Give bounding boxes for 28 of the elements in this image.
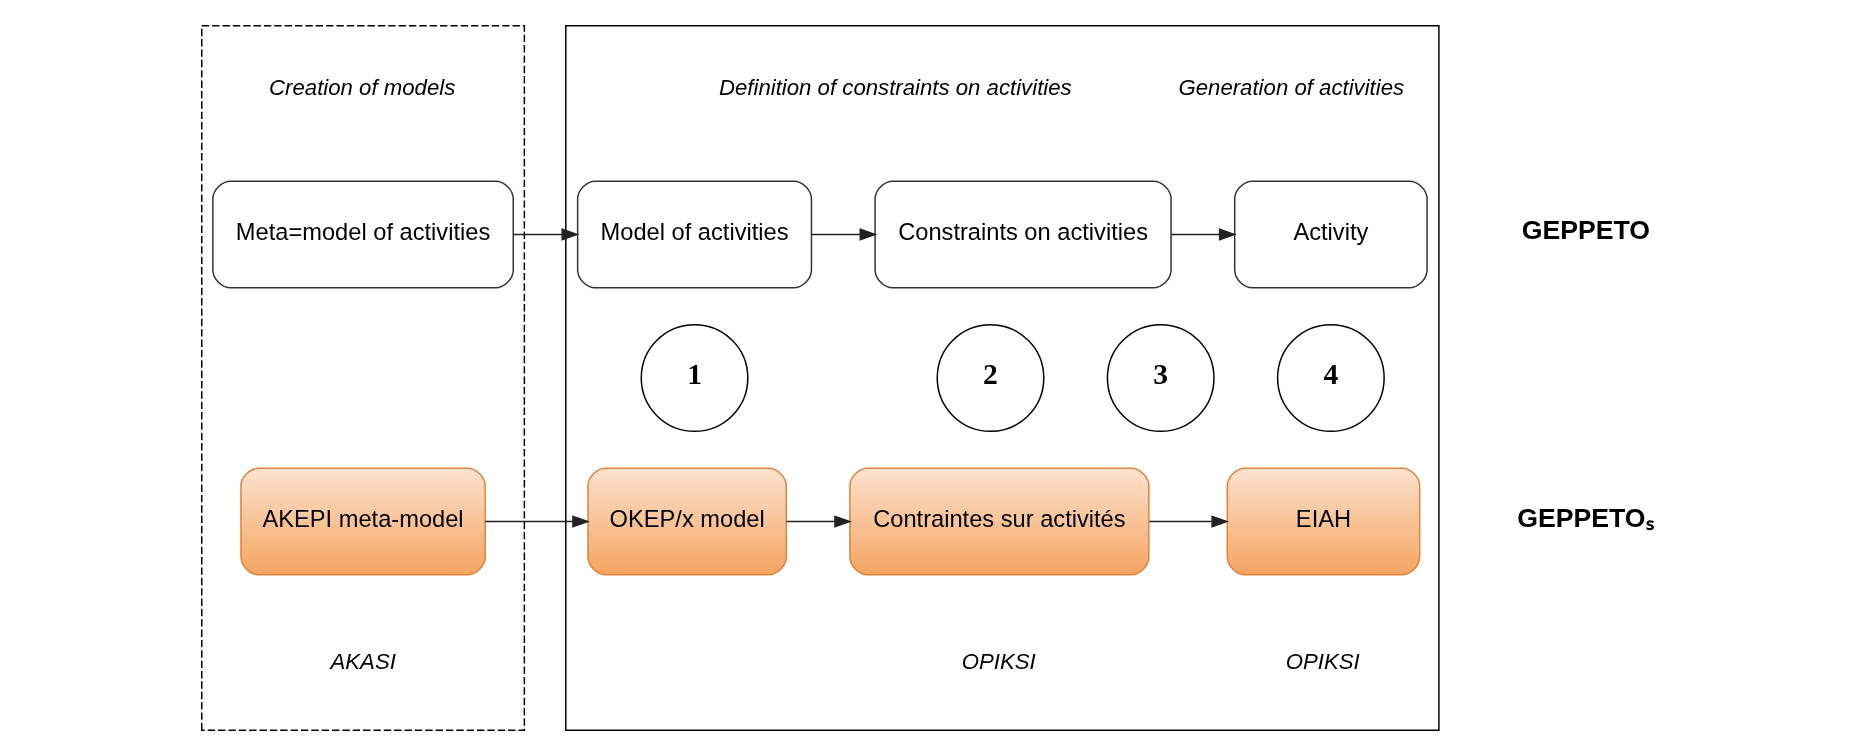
arrow — [1148, 515, 1229, 528]
node-circle: 4 — [1276, 324, 1385, 432]
node-circle: 3 — [1106, 324, 1215, 432]
arrow — [785, 515, 852, 528]
label: Definition of constraints on activities — [718, 74, 1072, 100]
node-box: Constraints on activities — [873, 180, 1172, 289]
cluster — [200, 25, 525, 731]
label: OPIKSI — [961, 648, 1036, 674]
node-box: Activity — [1233, 180, 1428, 289]
node-box: OKEP/x model — [586, 467, 787, 576]
node-box: Model of activities — [576, 180, 812, 289]
label: Creation of models — [268, 74, 455, 100]
label: AKASI — [330, 648, 396, 674]
cluster — [564, 25, 1440, 731]
node-box: Contraintes sur activités — [848, 467, 1150, 576]
label: OPIKSI — [1285, 648, 1360, 674]
label: GEPPETOₛ — [1516, 502, 1654, 533]
node-box: AKEPI meta-model — [239, 467, 486, 576]
arrow — [484, 515, 590, 528]
node-circle: 2 — [936, 324, 1045, 432]
label: Generation of activities — [1177, 74, 1404, 100]
label: GEPPETO — [1521, 215, 1650, 246]
node-circle: 1 — [640, 324, 749, 432]
arrow — [1170, 228, 1237, 241]
node-box: EIAH — [1226, 467, 1420, 576]
node-box: Meta=model of activities — [211, 180, 514, 289]
arrow — [512, 228, 579, 241]
arrow — [810, 228, 877, 241]
